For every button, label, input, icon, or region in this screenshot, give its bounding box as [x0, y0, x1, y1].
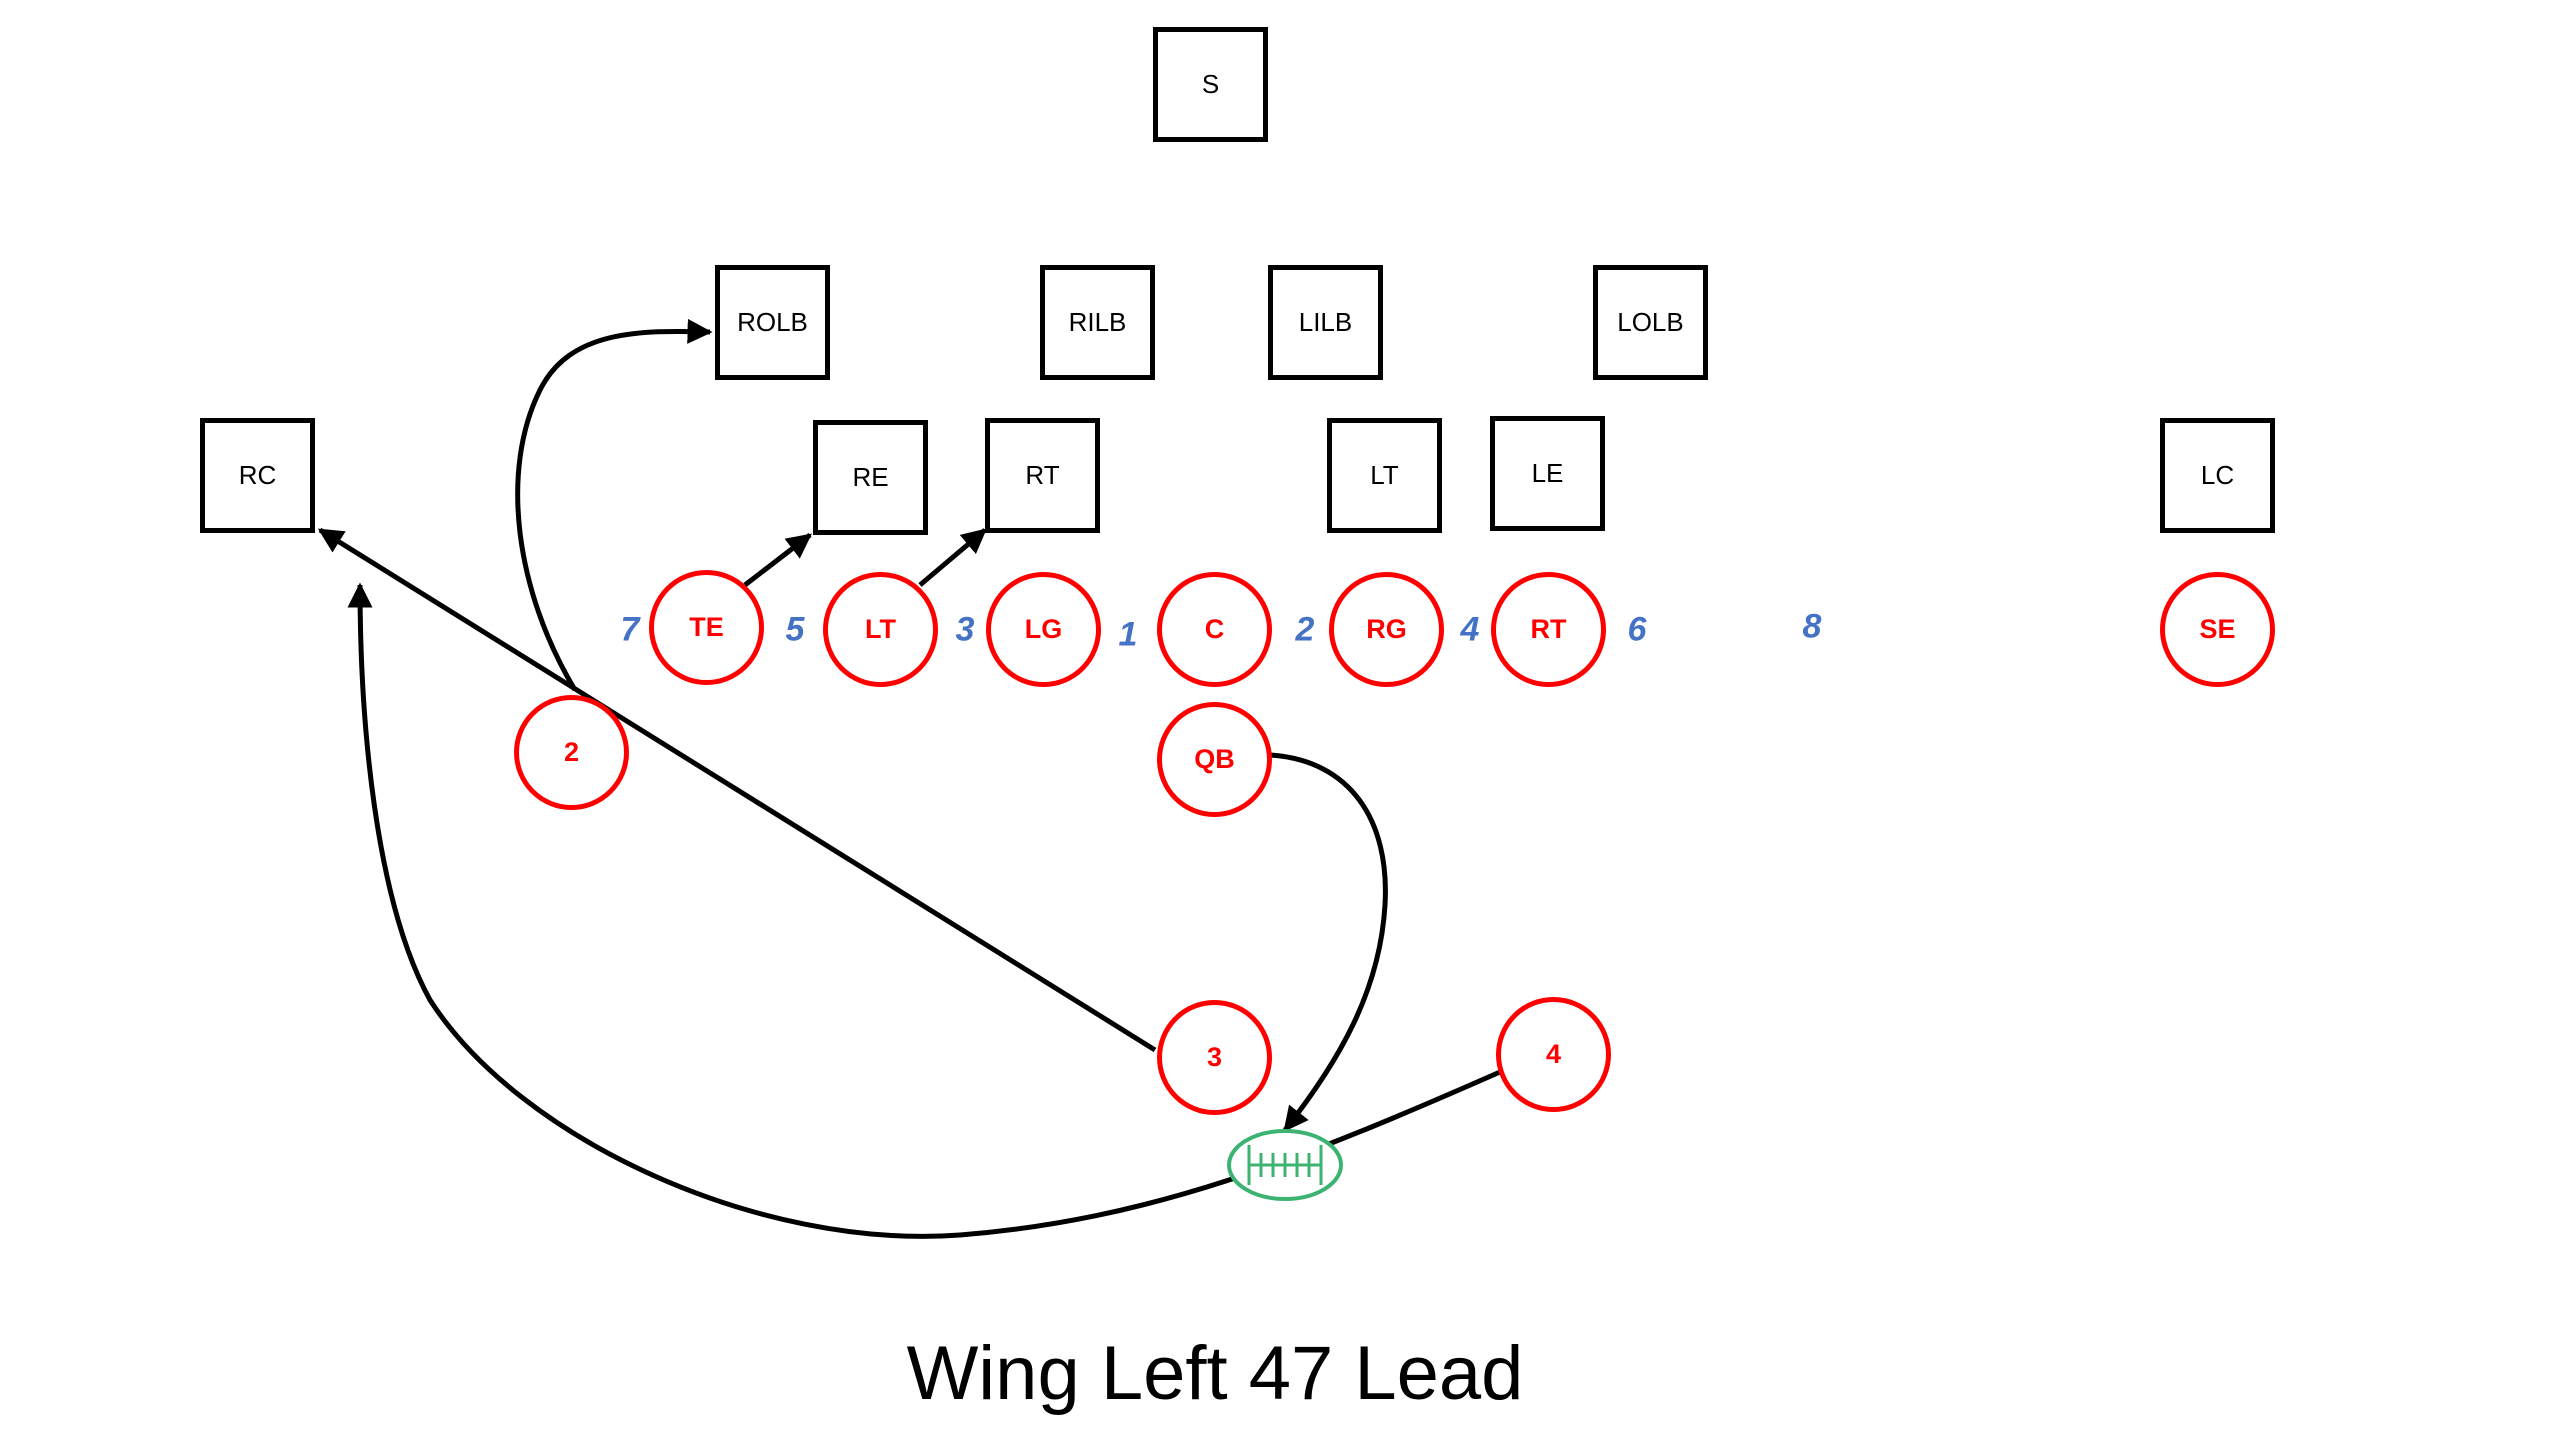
defender-rilb: RILB [1040, 265, 1155, 380]
route-back2-to-rolb [515, 318, 713, 692]
football-icon [1227, 1129, 1343, 1201]
hole-number: 8 [1802, 607, 1822, 646]
offense-rg: RG [1329, 572, 1444, 687]
defender-lc: LC [2160, 418, 2275, 533]
offense-qb: QB [1157, 702, 1272, 817]
offense-back-3: 3 [1157, 1000, 1272, 1115]
hole-number: 3 [955, 610, 975, 649]
hole-number: 1 [1118, 615, 1138, 654]
route-back3-to-rc [317, 527, 1157, 1053]
defender-le: LE [1490, 416, 1605, 531]
offense-c: C [1157, 572, 1272, 687]
hole-number: 5 [785, 610, 805, 649]
defender-lolb: LOLB [1593, 265, 1708, 380]
play-title: Wing Left 47 Lead [906, 1331, 1524, 1416]
defender-lilb: LILB [1268, 265, 1383, 380]
defender-s: S [1153, 27, 1268, 142]
offense-se: SE [2160, 572, 2275, 687]
defender-lt: LT [1327, 418, 1442, 533]
offense-lg: LG [986, 572, 1101, 687]
route-back4-sweep [347, 582, 1502, 1239]
hole-number: 4 [1460, 610, 1480, 649]
offense-back-2: 2 [514, 695, 629, 810]
offense-rt: RT [1491, 572, 1606, 687]
defender-rc: RC [200, 418, 315, 533]
hole-number: 2 [1295, 610, 1315, 649]
offense-lt: LT [823, 572, 938, 687]
offense-te: TE [649, 570, 764, 685]
hole-number: 6 [1627, 610, 1647, 649]
defender-rt: RT [985, 418, 1100, 533]
hole-number: 7 [620, 610, 640, 649]
defender-rolb: ROLB [715, 265, 830, 380]
defender-re: RE [813, 420, 928, 535]
route-lt-to-rt [918, 528, 987, 587]
route-te-to-re [743, 533, 812, 587]
offense-back-4: 4 [1496, 997, 1611, 1112]
route-qb-to-ball [1269, 752, 1388, 1132]
